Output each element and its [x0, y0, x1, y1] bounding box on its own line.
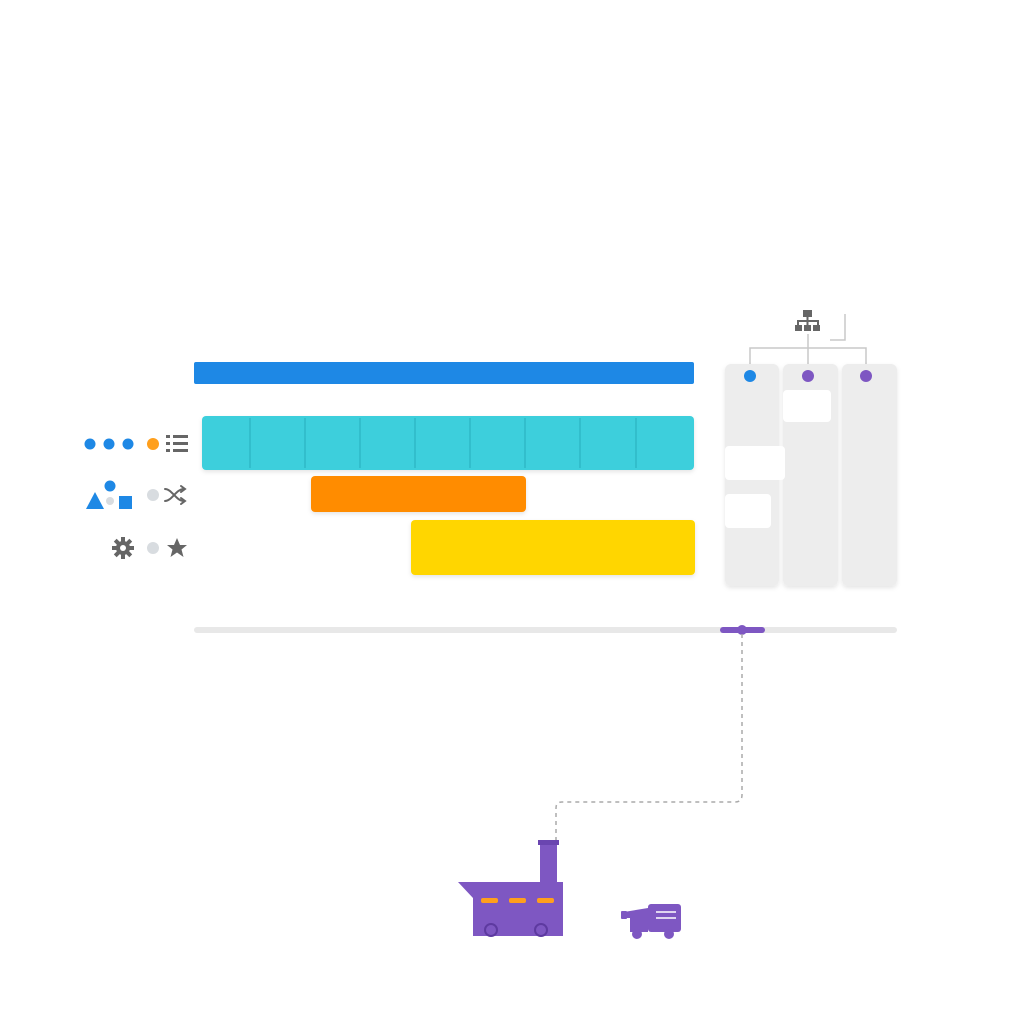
timeline-track [194, 627, 897, 633]
shuffle-icon[interactable] [164, 485, 187, 505]
list-icon[interactable] [166, 435, 188, 452]
row-3-bar[interactable] [411, 520, 695, 575]
gray-dot-icon [147, 542, 159, 554]
star-icon[interactable] [167, 538, 187, 557]
inner-card [783, 390, 831, 422]
row-2 [86, 476, 526, 512]
column-2-dot [802, 370, 814, 382]
inner-card [725, 446, 785, 480]
row-1 [84, 416, 694, 470]
column-1-dot [744, 370, 756, 382]
row-1-bar[interactable] [202, 416, 694, 470]
orange-dot-icon [147, 438, 159, 450]
shapes-icon [86, 480, 132, 509]
dashed-connector [555, 634, 743, 842]
row-2-bar[interactable] [311, 476, 526, 512]
gray-dot-icon [147, 489, 159, 501]
column-3-dot [860, 370, 872, 382]
inner-card [725, 494, 771, 528]
columns-panel [725, 310, 897, 586]
factory-icon [458, 840, 563, 937]
column-connectors [749, 314, 867, 366]
truck-icon [621, 904, 681, 939]
hierarchy-icon [795, 310, 820, 331]
timeline-marker[interactable] [720, 625, 765, 635]
row-3 [112, 520, 695, 575]
gear-icon[interactable] [112, 537, 134, 559]
header-bar [194, 362, 694, 384]
three-dots-icon [84, 438, 134, 450]
column-card-3[interactable] [842, 364, 897, 586]
row-1-bar-segments [249, 418, 637, 468]
